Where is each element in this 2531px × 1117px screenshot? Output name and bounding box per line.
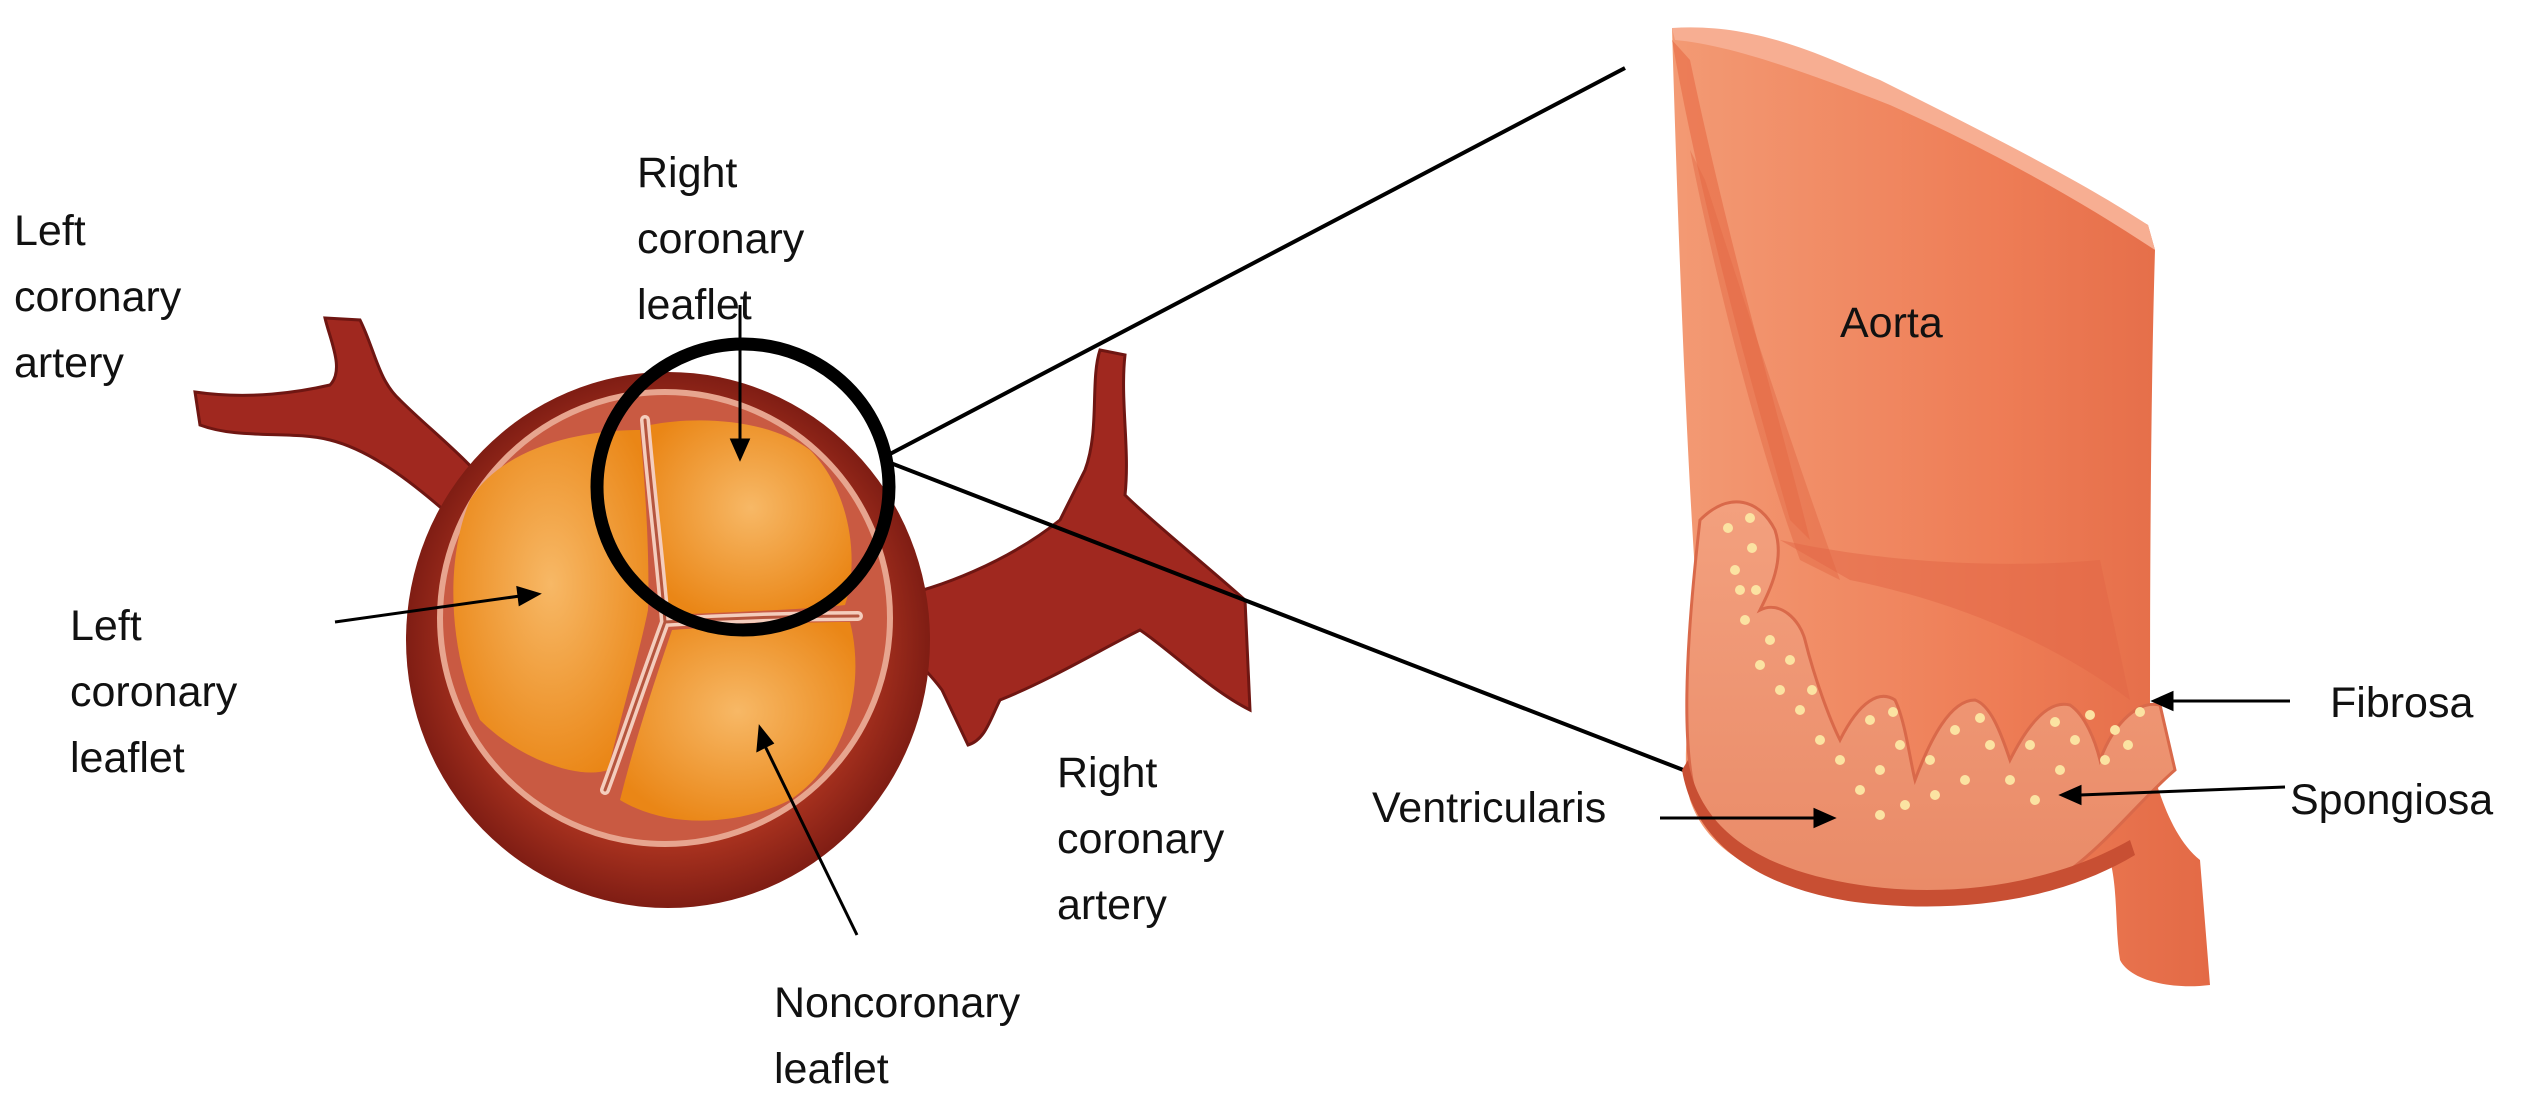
arrow-left-coronary-leaflet bbox=[334, 594, 521, 624]
label-left-coronary-artery: Left coronary artery bbox=[14, 207, 182, 387]
aorta-illustration bbox=[1672, 27, 2210, 987]
label-right-coronary-leaflet: Right coronary leaflet bbox=[637, 149, 805, 329]
left-coronary-artery bbox=[193, 316, 498, 522]
arrow-noncoronary-leaflet bbox=[763, 745, 859, 936]
spongiosa-dots bbox=[1723, 513, 2145, 820]
zoom-lines bbox=[887, 66, 1736, 792]
label-noncoronary-leaflet: Noncoronary leaflet bbox=[774, 979, 1021, 1093]
arrow-spongiosa bbox=[2079, 785, 2286, 797]
noncoronary-leaflet-shape bbox=[620, 622, 856, 821]
magnifier-circle bbox=[590, 337, 896, 637]
label-spongiosa: Spongiosa bbox=[2290, 776, 2494, 824]
valve-illustration bbox=[193, 316, 1252, 908]
label-ventricularis: Ventricularis bbox=[1372, 784, 1607, 832]
right-coronary-artery bbox=[878, 348, 1252, 747]
right-coronary-leaflet-shape bbox=[650, 420, 852, 615]
label-right-coronary-artery: Right coronary artery bbox=[1057, 749, 1225, 929]
label-fibrosa: Fibrosa bbox=[2330, 679, 2474, 727]
pointer-arrows bbox=[334, 305, 2290, 936]
label-aorta: Aorta bbox=[1840, 299, 1943, 347]
label-left-coronary-leaflet: Left coronary leaflet bbox=[70, 602, 238, 782]
